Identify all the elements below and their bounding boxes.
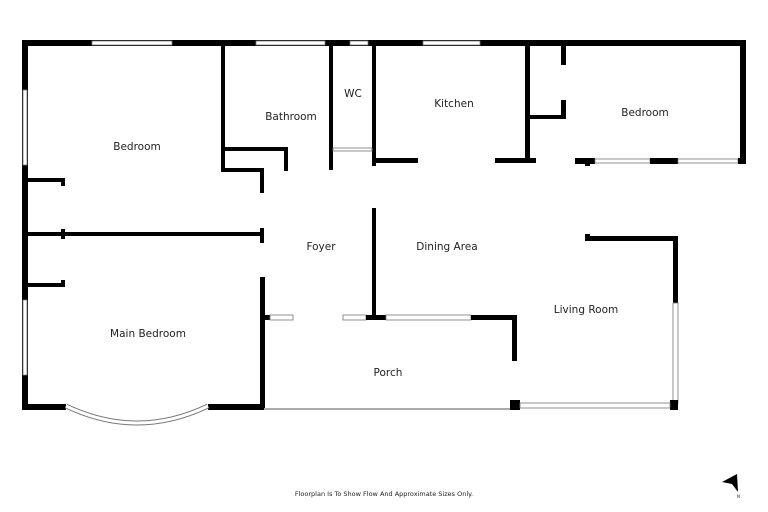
windows: [22, 40, 481, 426]
room-label-foyer: Foyer: [306, 241, 336, 253]
room-label-wc: WC: [344, 88, 362, 100]
north-label: N: [737, 494, 740, 499]
disclaimer-text: Floorplan Is To Show Flow And Approximat…: [294, 490, 474, 498]
room-label-living-room: Living Room: [553, 304, 619, 316]
room-label-porch: Porch: [373, 367, 403, 379]
room-label-bathroom: Bathroom: [265, 111, 317, 123]
walls: [22, 40, 746, 410]
north-arrow-icon: [722, 474, 738, 492]
room-label-bedroom: Bedroom: [113, 141, 161, 153]
room-label-dining-area: Dining Area: [416, 241, 478, 253]
room-label-main-bedroom: Main Bedroom: [110, 328, 186, 340]
room-label-bedroom-2: Bedroom: [621, 107, 669, 119]
room-label-kitchen: Kitchen: [434, 98, 474, 110]
